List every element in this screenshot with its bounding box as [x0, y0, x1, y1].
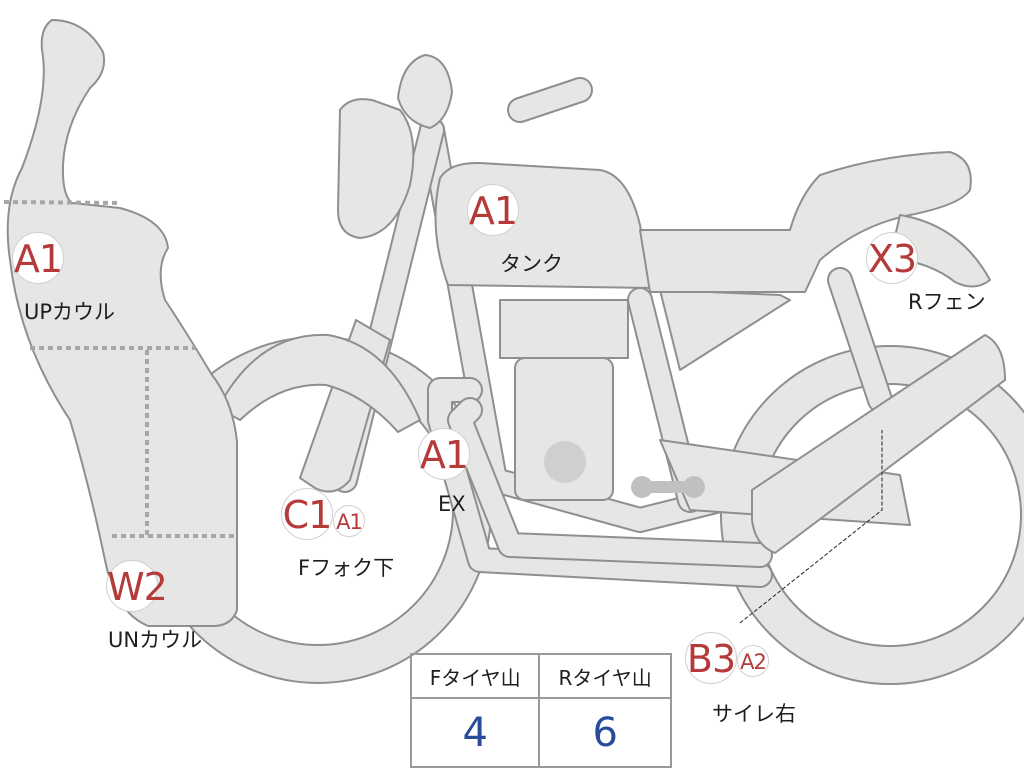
r-fender-code: X3 [866, 232, 918, 284]
engine [499, 299, 705, 501]
rear-tire-header: Rタイヤ山 [538, 653, 672, 699]
up-cowl-label: UPカウル [24, 300, 116, 324]
silencer-right-label: サイレ右 [712, 702, 796, 726]
f-fork-lower-code: C1 [281, 488, 333, 540]
headlight [337, 98, 415, 239]
rear-wheel [720, 345, 1024, 685]
front-tire-value: 4 [409, 697, 541, 768]
front-fender [217, 333, 421, 433]
r-fender-label: Rフェン [908, 290, 986, 314]
tire-tread-table: Fタイヤ山 Rタイヤ山 4 6 [409, 653, 672, 768]
fairing [6, 19, 238, 627]
f-fork-lower-sub-code: A1 [333, 505, 365, 537]
exhaust-label: EX [438, 492, 466, 516]
front-tire-header: Fタイヤ山 [409, 653, 541, 699]
rear-fender-shape [889, 214, 991, 288]
un-cowl-label: UNカウル [108, 628, 203, 652]
exhaust-code: A1 [418, 428, 470, 480]
tank-label: タンク [500, 252, 563, 276]
rear-tire-value: 6 [538, 697, 672, 768]
side-cover [659, 289, 791, 371]
silencer-right-code: B3 [685, 632, 737, 684]
silencer-leader-line [739, 430, 883, 624]
mirror [397, 54, 453, 129]
un-cowl-code: W2 [106, 560, 168, 612]
fairing-seams [3, 200, 236, 538]
up-cowl-code: A1 [12, 232, 64, 284]
silencer [751, 334, 1006, 554]
tire-tread-header-row: Fタイヤ山 Rタイヤ山 [409, 653, 672, 699]
silencer-right-sub-code: A2 [737, 645, 769, 677]
exhaust-pipe [427, 377, 773, 588]
tire-tread-value-row: 4 6 [409, 697, 672, 768]
tank-code: A1 [467, 184, 519, 236]
seat [639, 151, 972, 293]
f-fork-lower-label: Fフォク下 [298, 556, 395, 580]
